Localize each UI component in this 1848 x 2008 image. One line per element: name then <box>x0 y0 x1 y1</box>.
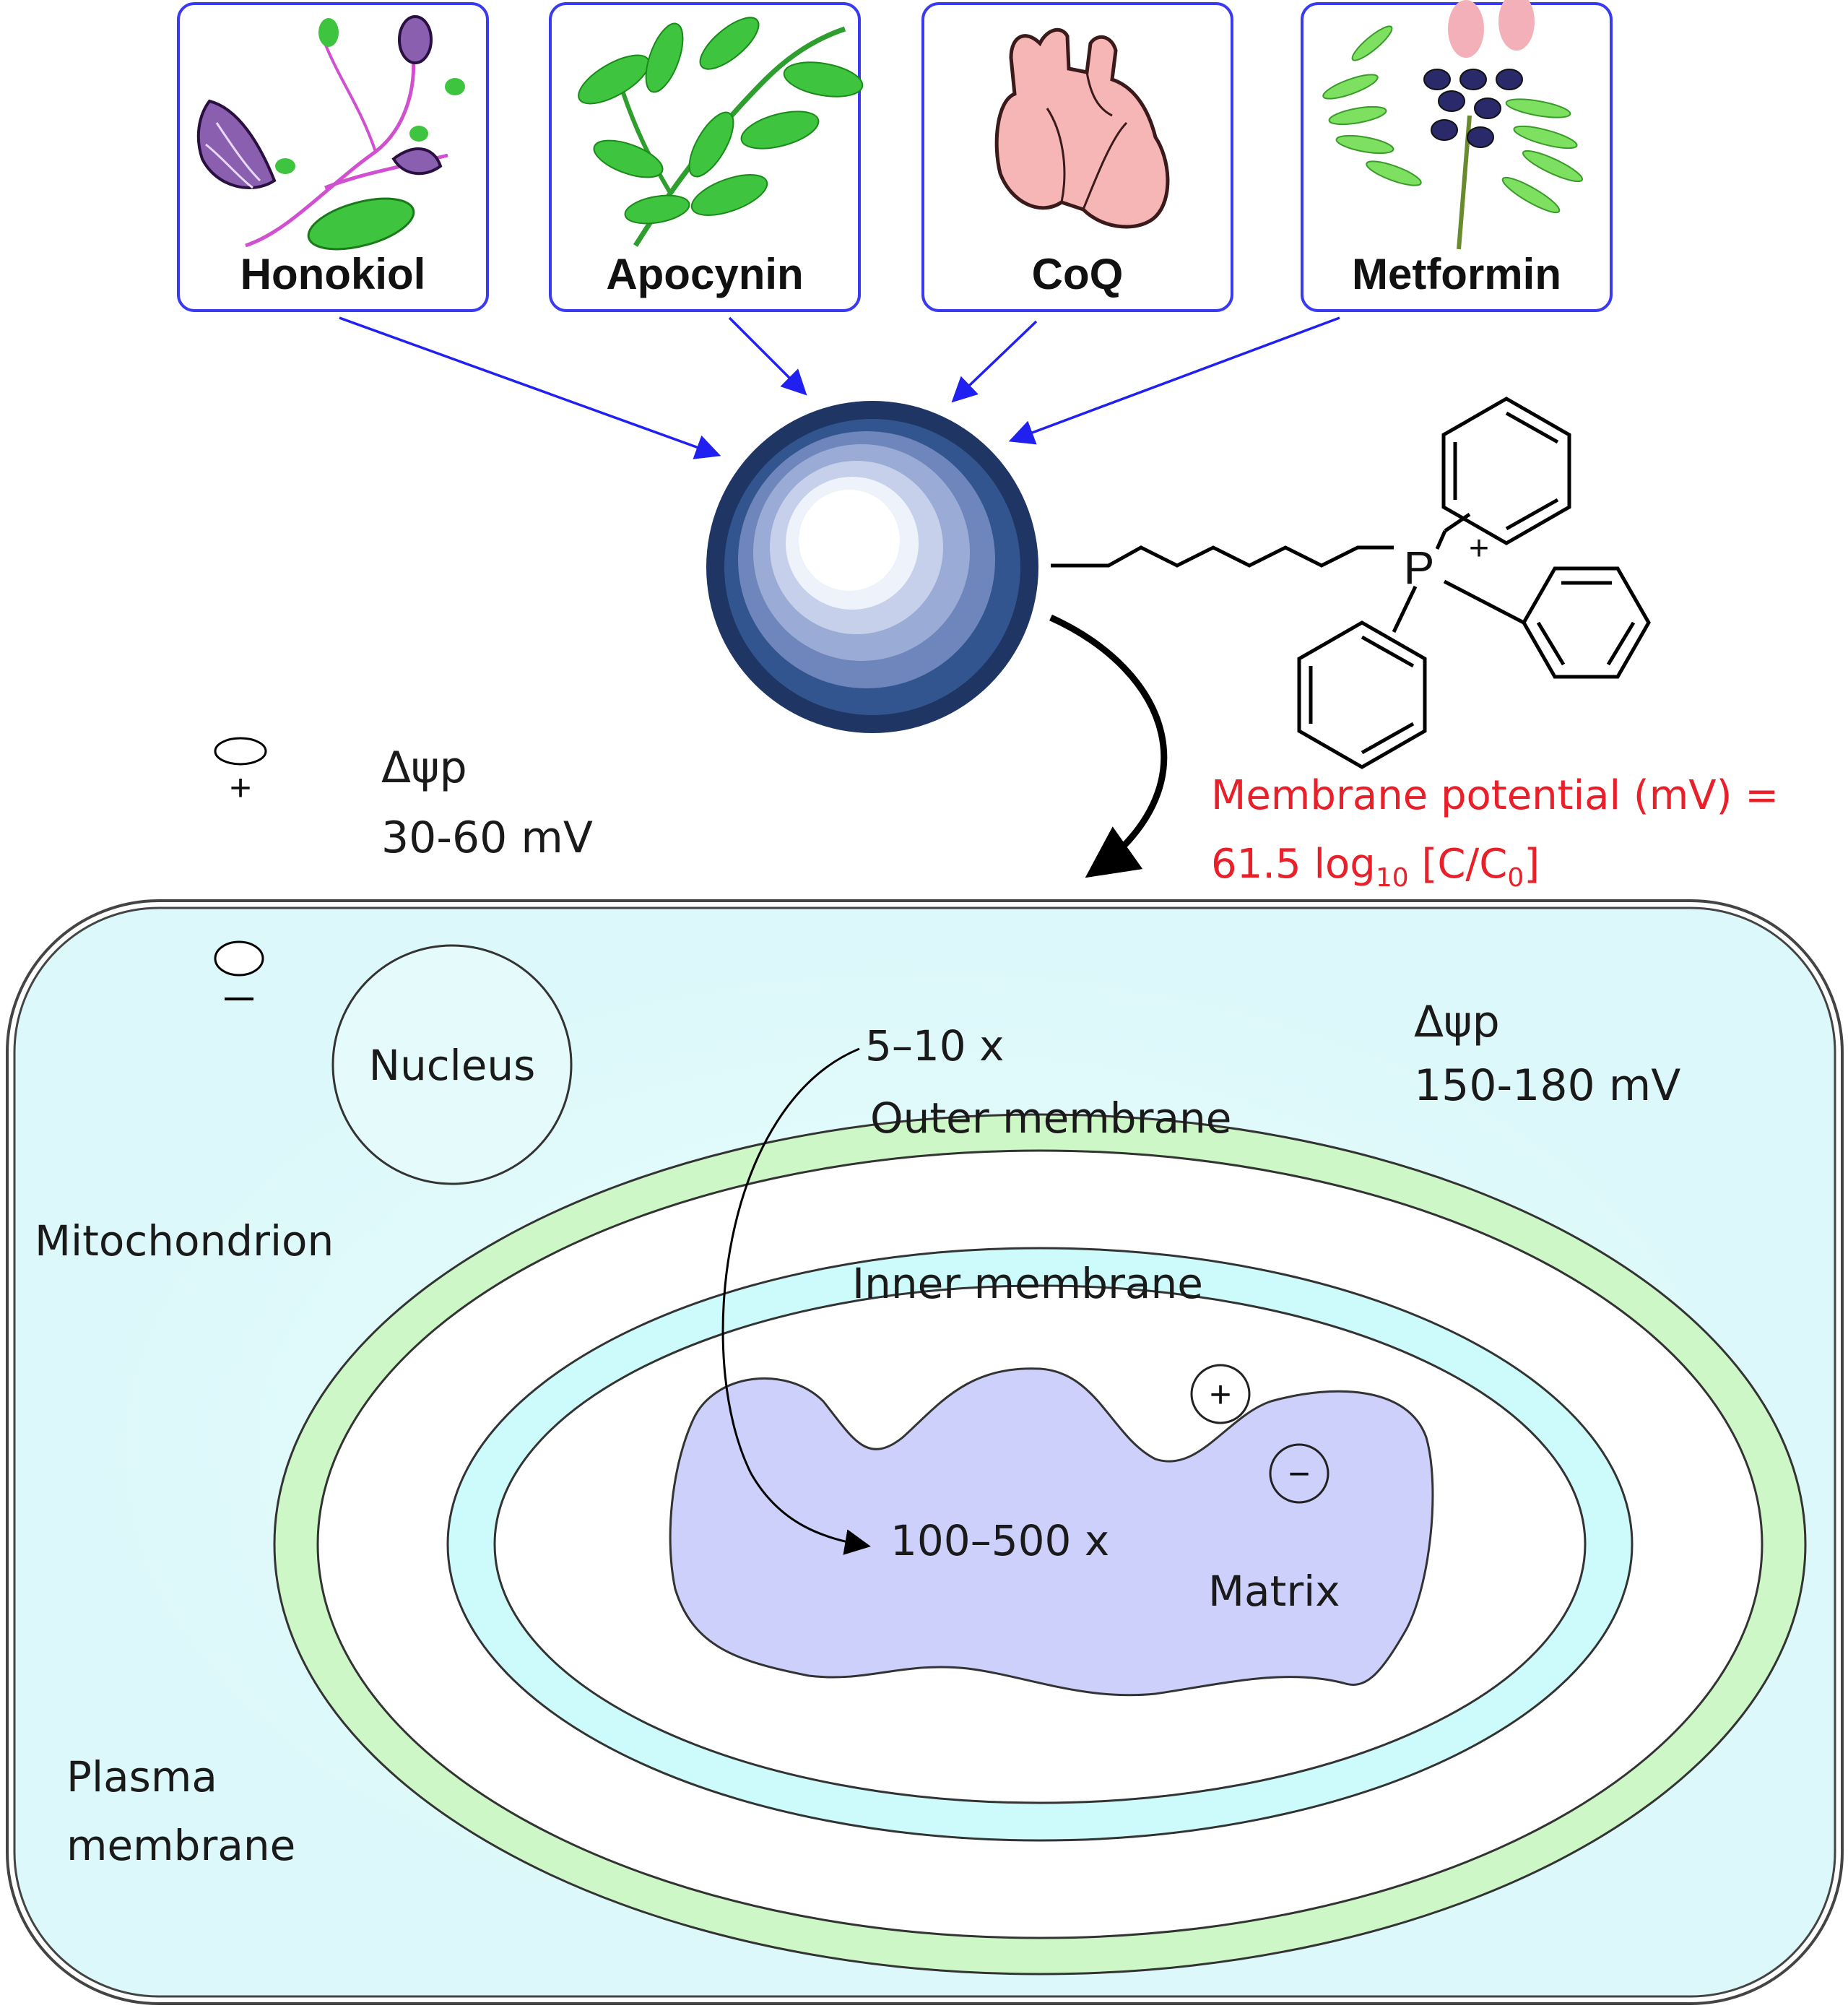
compound-label-honokiol: Honokiol <box>240 250 426 298</box>
mito-potential-value: 150-180 mV <box>1414 1060 1680 1111</box>
svg-text:+: + <box>230 767 251 809</box>
apocynin-plant-icon <box>578 17 864 247</box>
membrane-potential-equation-line1: Membrane potential (mV) = <box>1211 772 1779 819</box>
extracellular-potential-value: 30-60 mV <box>381 813 593 863</box>
compound-card-honokiol: Honokiol <box>177 2 489 312</box>
phosphonium-charge: + <box>1469 529 1489 568</box>
compound-label-coq: CoQ <box>1032 250 1124 298</box>
svg-text:+: + <box>1210 1374 1231 1416</box>
metformin-plant-icon <box>1322 0 1584 250</box>
extracellular-potential-symbol: Δψp <box>381 743 467 793</box>
mitochondrion-label: Mitochondrion <box>35 1216 334 1265</box>
extracellular-charge-symbol: + <box>214 737 267 809</box>
compound-card-apocynin: Apocynin <box>549 2 864 312</box>
accumulation-arrow <box>721 1047 871 1555</box>
compound-label-apocynin: Apocynin <box>606 250 803 298</box>
phenyl-ring-top <box>1441 397 1571 545</box>
plasma-membrane-label-line1: Plasma <box>66 1752 217 1801</box>
cell: Nucleus Mitochondrion Plasma membrane Δψ… <box>6 899 1844 2005</box>
tpp-molecule <box>1051 397 1651 769</box>
heart-icon <box>994 27 1170 229</box>
membrane-potential-equation-line2: 61.5 log10 [C/C0] <box>1211 841 1540 893</box>
honokiol-plant-icon <box>196 15 465 251</box>
matrix-accumulation-label: 100–500 x <box>890 1516 1109 1565</box>
nanoparticle <box>706 401 1038 733</box>
intracellular-charge-symbol <box>214 940 264 1000</box>
mito-potential-symbol: Δψp <box>1414 997 1500 1047</box>
arrow-apocynin <box>728 316 807 396</box>
matrix-label: Matrix <box>1208 1567 1340 1616</box>
cell-entry-arrow <box>1049 614 1168 878</box>
inner-membrane-label: Inner membrane <box>852 1259 1203 1308</box>
nucleus: Nucleus <box>331 944 573 1185</box>
phenyl-ring-bottom <box>1297 620 1427 769</box>
matrix-plus-charge: + <box>1190 1364 1251 1424</box>
compound-card-coq: CoQ <box>921 2 1233 312</box>
mitochondrion <box>273 1113 1807 1975</box>
phosphorus-atom: P <box>1404 542 1435 594</box>
arrow-coq <box>951 320 1038 403</box>
plasma-membrane-label-line2: membrane <box>66 1821 295 1870</box>
svg-text:−: − <box>1288 1453 1310 1495</box>
compound-label-metformin: Metformin <box>1352 250 1561 298</box>
matrix-minus-charge: − <box>1269 1443 1329 1504</box>
loading-arrows <box>339 316 1340 459</box>
outer-membrane-label: Outer membrane <box>870 1094 1231 1143</box>
arrow-honokiol <box>339 316 721 459</box>
alkyl-linker <box>1051 545 1394 568</box>
matrix-region <box>669 1367 1434 1697</box>
compound-card-metformin: Metformin <box>1301 0 1613 312</box>
nucleus-label: Nucleus <box>369 1041 536 1090</box>
cytosol-accumulation-label: 5–10 x <box>865 1021 1004 1070</box>
arrow-metformin <box>1008 316 1340 445</box>
